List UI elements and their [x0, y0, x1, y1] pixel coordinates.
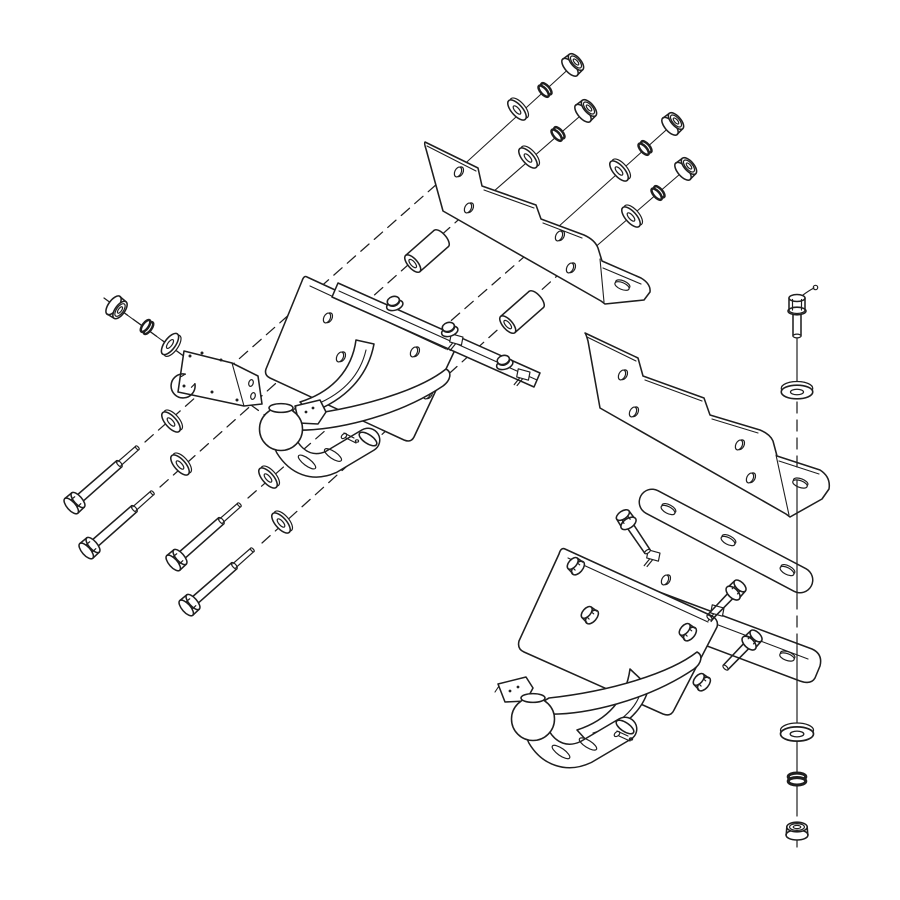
- bolt-shank: [792, 312, 802, 337]
- hex-bolt-vertical: [787, 284, 819, 339]
- left-exploded-view: [60, 49, 701, 619]
- socket-cutout-notch: [180, 373, 196, 388]
- vertical-fastener-axis: [779, 284, 819, 848]
- clamp-rivet: [508, 689, 512, 693]
- arm-bolt-tip: [628, 737, 634, 741]
- socket-cutout: [170, 373, 196, 399]
- upper-mounting-bracket-right: [584, 332, 831, 518]
- support-arm: [539, 651, 702, 715]
- tow-ball-cap: [520, 692, 546, 704]
- neck-end: [615, 719, 635, 735]
- neck-end: [358, 431, 378, 447]
- neck-tube-inner: [528, 718, 636, 767]
- socket-plate-dot: [182, 384, 186, 388]
- socket-plate-dot: [210, 390, 214, 394]
- bolt-head-top: [788, 293, 806, 303]
- bracket-edge-thickness: [586, 336, 759, 434]
- arm-bolt-shaft: [343, 432, 357, 444]
- towbar-body-right: [494, 506, 766, 769]
- spring-washer: [786, 771, 808, 787]
- socket-plate-dot: [219, 358, 223, 362]
- tow-ball: [258, 406, 304, 452]
- neck-tube-inner: [276, 429, 379, 477]
- bracket-plate: [423, 141, 651, 305]
- bolt-shank-end: [792, 333, 802, 339]
- bracket-fold-crease: [599, 258, 642, 303]
- neck-band: [297, 454, 317, 470]
- socket-plate-fold: [231, 362, 245, 407]
- upper-mounting-bracket: [423, 141, 651, 305]
- bracket-fold-crease: [775, 454, 820, 516]
- plate-edge-line: [567, 557, 709, 623]
- clamp-notch: [494, 685, 500, 693]
- right-exploded-view: [494, 284, 831, 848]
- gusset-inner-line: [314, 349, 367, 406]
- socket-tab-hole: [250, 392, 256, 400]
- retaining-pin-loop: [812, 284, 819, 291]
- clamp-rivet: [304, 410, 308, 414]
- backing-strip: [638, 488, 814, 594]
- arm-bolt-tip: [354, 439, 360, 443]
- neck-band: [578, 737, 598, 751]
- flanged-hex-nut: [785, 821, 809, 841]
- socket-tab-hole: [248, 379, 254, 387]
- socket-plate-dot: [200, 351, 204, 355]
- bracket-plate: [584, 332, 831, 518]
- large-flat-washer: [779, 722, 815, 743]
- socket-plate-dot: [188, 354, 192, 358]
- bolt-head-facets: [788, 298, 806, 315]
- socket-plate-group: [102, 292, 263, 407]
- neck-band: [323, 448, 343, 462]
- towbar-body: [258, 275, 541, 478]
- socket-plate-dot: [235, 398, 239, 402]
- tow-ball-cap: [268, 402, 294, 414]
- clamp-rivet: [311, 406, 315, 410]
- bolt-head-side: [788, 297, 806, 311]
- neck-band: [551, 744, 571, 760]
- tow-ball: [510, 696, 556, 742]
- arm-bolt-shaft: [616, 730, 631, 742]
- clamp-rivet: [516, 685, 520, 689]
- large-flat-washer: [780, 380, 814, 400]
